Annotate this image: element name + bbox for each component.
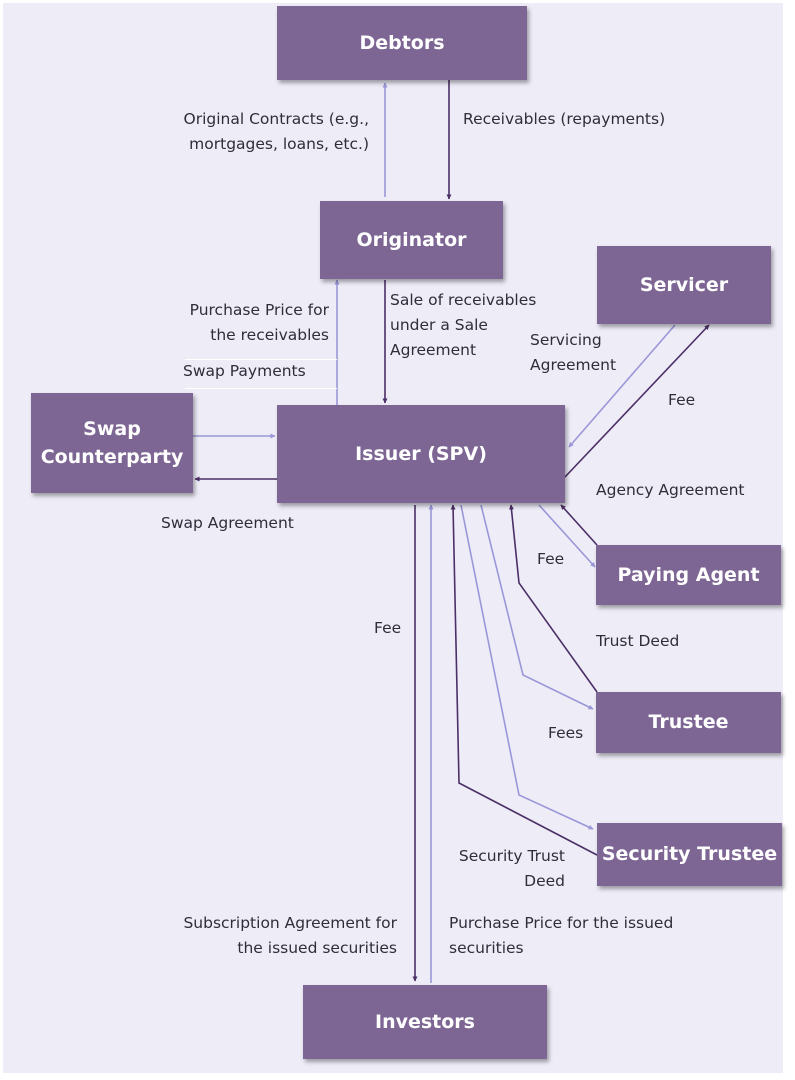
swap-payments-box [185,359,337,389]
label-purchase-price-securities: Purchase Price for the issued securities [449,914,674,957]
label-servicer-fee: Fee [668,391,696,409]
arrow-agency-agreement [560,504,598,546]
label-swap-agreement: Swap Agreement [161,514,294,532]
label-security-trust-deed: Security Trust Deed [458,847,565,890]
connector-layer [193,80,710,983]
arrow-servicer-fee [564,324,710,478]
label-investor-fee: Fee [374,619,402,637]
arrow-trustee-fees [480,504,594,710]
node-trustee[interactable]: Trustee [596,692,781,753]
label-purchase-price-receivables: Purchase Price for the receivables [189,301,329,344]
label-receivables: Receivables (repayments) [463,110,666,128]
label-sale-of-receivables: Sale of receivables under a Sale Agreeme… [390,291,537,359]
label-servicing-agreement: Servicing Agreement [530,331,617,374]
arrow-security-trustee-fee [460,504,594,830]
arrow-servicing-agreement [568,324,676,448]
label-subscription-agreement: Subscription Agreement for the issued se… [183,914,397,957]
node-issuer[interactable]: Issuer (SPV) [277,405,565,503]
arrow-paying-agent-fee [538,504,596,568]
node-paying-agent[interactable]: Paying Agent [596,545,781,605]
node-originator[interactable]: Originator [320,201,503,279]
arrow-security-trust-deed [450,504,598,856]
node-security-trustee[interactable]: Security Trustee [597,823,782,886]
arrow-trust-deed [508,504,598,693]
label-paying-agent-fee: Fee [537,550,565,568]
label-original-contracts: Original Contracts (e.g., mortgages, loa… [183,110,369,153]
diagram-canvas: Debtors Originator Servicer Swap Counter… [3,3,783,1073]
node-investors[interactable]: Investors [303,985,547,1059]
node-swap-counterparty[interactable]: Swap Counterparty [31,393,193,493]
label-trust-deed: Trust Deed [596,632,680,650]
node-servicer[interactable]: Servicer [597,246,771,324]
label-agency-agreement: Agency Agreement [596,481,745,499]
label-swap-payments: Swap Payments [183,362,306,380]
node-debtors[interactable]: Debtors [277,6,527,80]
label-trustee-fees: Fees [548,724,584,742]
